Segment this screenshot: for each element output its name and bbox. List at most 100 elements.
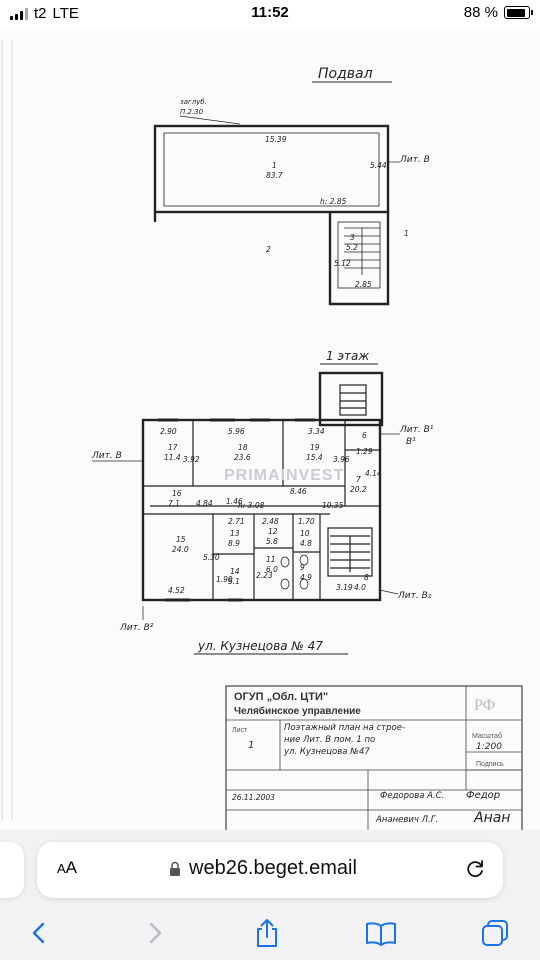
network-label: LTE [52,5,79,22]
browser-address-area: AA web26.beget.email [0,830,540,910]
room-19-no: 19 [310,443,320,452]
reload-icon [467,860,483,878]
dim-b-0: 15.39 [265,135,287,144]
stamp-sheet-label: Лист [232,727,248,734]
reload-button[interactable] [463,857,487,886]
signature-1: Федор [466,790,500,801]
dim-b-1: 5.44 [370,161,387,170]
room-7-no: 7 [356,475,361,484]
room-11-no: 11 [266,555,276,564]
lit-v-basement: Лит. В [399,155,430,165]
bookmarks-button[interactable] [364,916,398,950]
room-14-no: 14 [230,567,240,576]
stamp-logo: РФ [474,697,495,714]
status-left: t2 LTE [10,5,79,22]
address-bar[interactable]: AA web26.beget.email [37,842,503,898]
battery-percent: 88 % [463,4,498,21]
lit-b1: В¹ [406,437,416,447]
dim-f-15: 4.52 [168,586,185,595]
dim-f-12: 2.48 [262,517,279,526]
room-7-area: 20.2 [350,485,367,494]
lit-v1: Лит. В¹ [399,425,434,435]
previous-tab-edge[interactable] [0,842,24,898]
note-zaglub-value: П.2.30 [180,108,204,116]
floor-room-labels: 17 11.4 18 23.6 19 15.4 6 1.29 7 20.2 16… [164,431,373,586]
b-room-2-no: 2 [266,245,271,254]
stamp-branch: Челябинское управление [234,705,361,717]
url-display[interactable]: web26.beget.email [169,857,357,880]
room-18-no: 18 [238,443,248,452]
tabs-button[interactable] [478,916,512,950]
note-zaglub: заглуб. [180,98,207,106]
lit-v2b: Лит. В² [119,623,154,633]
dim-f-19: 2.23 [256,571,273,580]
title-block: ОГУП „Обл. ЦТИ" Челябинское управление Р… [225,685,523,830]
tabs-icon [482,920,508,946]
dim-f-3: 3.34 [308,427,325,436]
b-room-3-no: 3 [350,233,355,242]
room-9-no: 9 [300,563,305,572]
room-13-no: 13 [230,529,240,538]
dim-b-4: 2.85 [355,280,372,289]
stamp-plan-line-1: Поэтажный план на строе- [284,723,405,733]
dim-f-7: 1.46 [226,497,243,506]
back-button[interactable] [22,916,56,950]
lock-icon [170,861,180,876]
stamp-plan-line-2: ние Лит. В пом. 1 по [284,735,375,745]
dim-f-6: 4.84 [196,499,213,508]
room-12-area: 5.8 [266,537,278,546]
dim-f-17: 3.19 [336,583,353,592]
street-label: ул. Кузнецова № 47 [197,639,323,653]
dim-f-16: 1.90 [216,575,233,584]
dim-f-9: 8.46 [290,487,307,496]
share-button[interactable] [250,916,284,950]
dim-f-1: 5.96 [228,427,245,436]
room-16-no: 16 [172,489,182,498]
b-room-3-area: 5.2 [346,243,358,252]
book-icon [366,922,396,946]
room-6-no: 6 [362,431,367,440]
forward-button[interactable] [138,916,172,950]
status-right: 88 % [463,4,533,21]
dim-f-14: 5.30 [203,553,220,562]
room-9-area: 4.9 [300,573,312,582]
signature-2: Анан [473,810,510,826]
chevron-right-icon [149,922,162,944]
stamp-sheet-no: 1 [248,740,254,751]
share-icon [257,919,277,947]
aa-large-a: A [65,858,78,877]
carrier-label: t2 [34,5,47,22]
dim-b-5: 1 [404,229,409,238]
room-13-area: 8.9 [228,539,240,548]
stamp-org: ОГУП „Обл. ЦТИ" [234,691,328,703]
stamp-plan-line-3: ул. Кузнецова №47 [283,747,370,757]
room-10-area: 4.8 [300,539,312,548]
stamp-person-2: Ананевич Л.Г. [375,815,438,825]
binder-marks [1,40,13,820]
dim-f-2: 3.92 [183,455,200,464]
floor-plan-drawing: Подвал заглуб. П.2.30 15.39 1 83.7 5.44 … [1,40,523,830]
room-15-area: 24.0 [172,545,189,554]
room-16-area: 7.1 [168,499,180,508]
dim-f-10: 10.35 [322,501,344,510]
room-15-no: 15 [176,535,186,544]
dim-f-5: 4.14 [365,469,382,478]
dim-f-0: 2.90 [160,427,177,436]
reader-aa-button[interactable]: AA [57,858,77,878]
stamp-date: 26.11.2003 [232,793,275,802]
chevron-left-icon [32,922,45,944]
lit-v-floor: Лит. В [91,451,122,461]
stamp-sign-label: Подпись [476,761,504,768]
aa-small-a: A [57,861,66,876]
dim-b-2: h: 2.85 [320,197,347,206]
browser-toolbar [0,910,540,960]
room-12-no: 12 [268,527,278,536]
stamp-person-1: Федорова А.С. [380,791,444,801]
battery-icon [504,6,533,19]
room-10-no: 10 [300,529,310,538]
room-8-no: 8 [364,573,369,582]
b-room-1-no: 1 [272,161,277,170]
first-floor-title: 1 этаж [326,349,369,363]
document-viewer[interactable]: Подвал заглуб. П.2.30 15.39 1 83.7 5.44 … [0,30,540,830]
dim-f-4: 3.96 [333,455,350,464]
